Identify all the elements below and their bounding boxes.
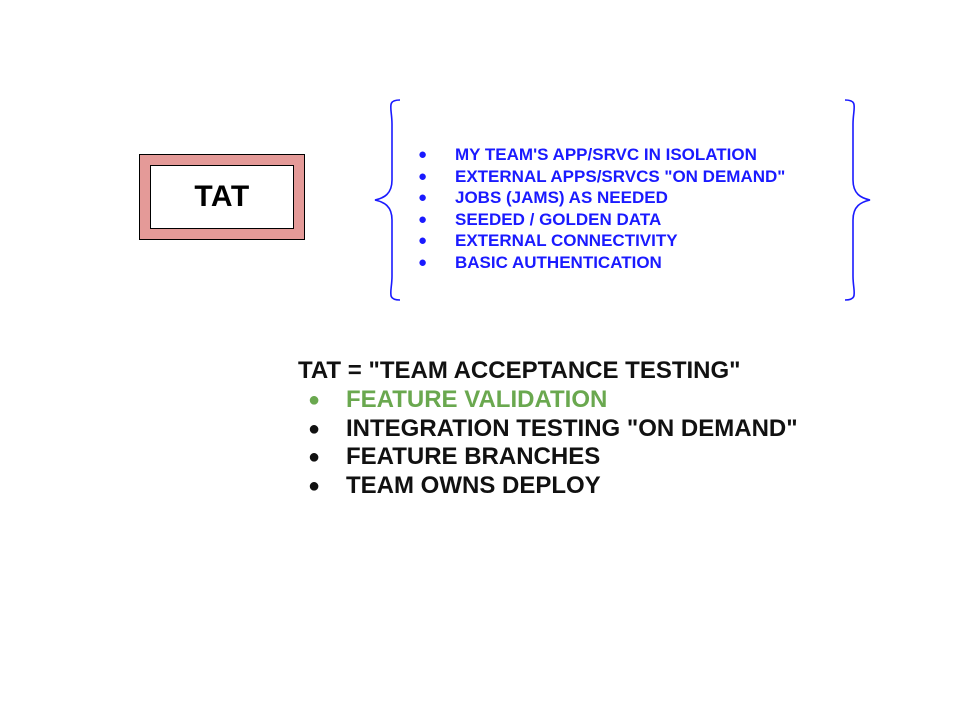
tat-box-inner: TAT (150, 165, 294, 229)
scope-item-text: BASIC AUTHENTICATION (455, 252, 662, 272)
scope-list: ● MY TEAM'S APP/SRVC IN ISOLATION ● EXTERN… (418, 144, 785, 273)
definition-item-text: TEAM OWNS DEPLOY (346, 471, 601, 499)
bullet-icon: ● (418, 189, 428, 206)
definition-item-text: FEATURE VALIDATION (346, 386, 608, 413)
scope-list-item: ● BASIC AUTHENTICATION (418, 252, 785, 274)
bullet-icon: ● (418, 167, 428, 185)
bullet-icon: ● (418, 253, 428, 271)
scope-item-text: MY TEAM'S APP/SRVC IN ISOLATION (455, 145, 757, 164)
bullet-icon: ● (308, 474, 321, 497)
definition-title: TAT = "TEAM ACCEPTANCE TESTING" (298, 357, 741, 384)
definition-block: TAT = "TEAM ACCEPTANCE TESTING" ● FEATURE… (298, 356, 798, 500)
definition-list-item: ● INTEGRATION TESTING "ON DEMAND" (298, 415, 798, 444)
scope-item-text: EXTERNAL APPS/SRVCS "ON DEMAND" (455, 166, 786, 186)
bullet-icon: ● (418, 146, 428, 163)
bullet-icon: ● (418, 210, 428, 228)
scope-list-item: ● SEEDED / GOLDEN DATA (418, 209, 785, 231)
scope-item-text: JOBS (JAMS) AS NEEDED (455, 188, 668, 207)
scope-list-item: ● EXTERNAL APPS/SRVCS "ON DEMAND" (418, 166, 785, 188)
bullet-icon: ● (308, 446, 321, 468)
tat-label: TAT (194, 180, 250, 213)
bullet-icon: ● (308, 417, 321, 440)
scope-list-item: ● MY TEAM'S APP/SRVC IN ISOLATION (418, 144, 785, 166)
definition-item-text: FEATURE BRANCHES (346, 443, 601, 470)
scope-list-item: ● JOBS (JAMS) AS NEEDED (418, 187, 785, 209)
scope-item-text: EXTERNAL CONNECTIVITY (455, 231, 678, 250)
scope-item-text: SEEDED / GOLDEN DATA (455, 209, 662, 229)
definition-list: ● FEATURE VALIDATION ● INTEGRATION TESTING… (298, 386, 798, 500)
bullet-icon: ● (308, 389, 321, 411)
definition-list-item: ● FEATURE BRANCHES (298, 443, 798, 472)
tat-box: TAT (139, 154, 305, 240)
scope-list-item: ● EXTERNAL CONNECTIVITY (418, 230, 785, 252)
definition-item-text: INTEGRATION TESTING "ON DEMAND" (346, 414, 798, 442)
right-curly-brace (844, 99, 871, 301)
left-curly-brace (374, 99, 401, 301)
definition-list-item: ● FEATURE VALIDATION (298, 386, 798, 415)
definition-list-item: ● TEAM OWNS DEPLOY (298, 472, 798, 501)
bullet-icon: ● (418, 232, 428, 249)
